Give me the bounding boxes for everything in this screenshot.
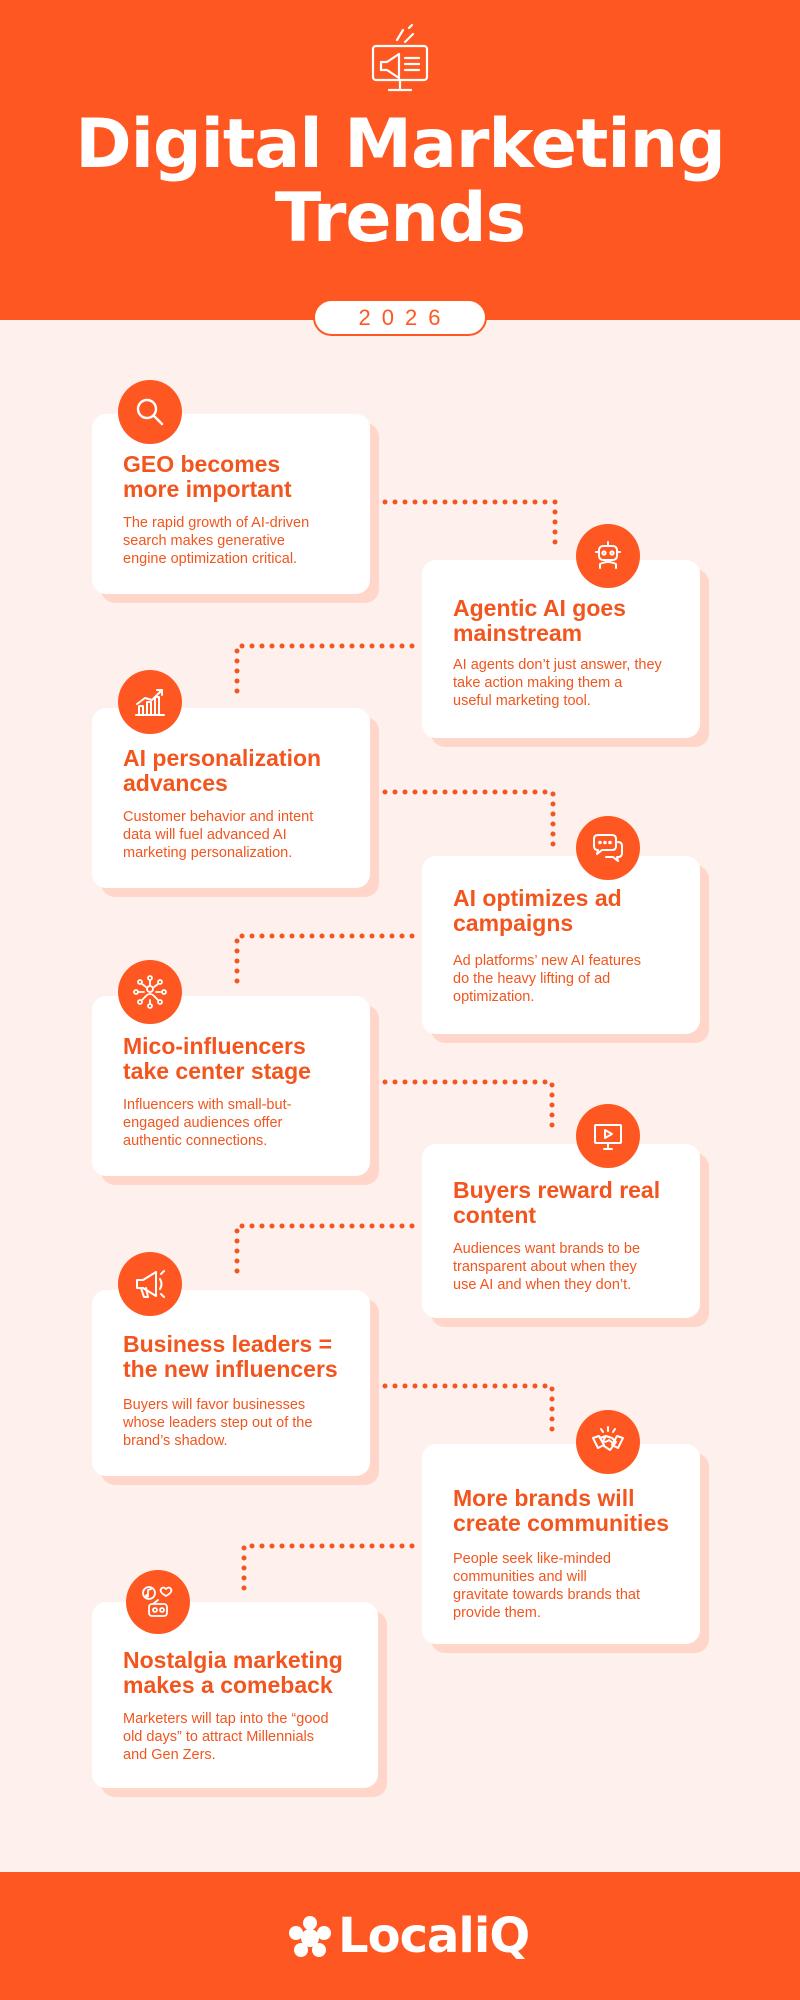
trend-description: Influencers with small-but-engaged audie… <box>123 1097 292 1149</box>
header-banner: Digital Marketing Trends <box>0 0 800 320</box>
megaphone-icon <box>136 1270 165 1298</box>
trend-card-geo: GEO becomes more important The rapid gro… <box>92 414 370 594</box>
trend-badge <box>576 524 640 588</box>
magnifier-icon <box>136 398 164 426</box>
chat-bubbles-icon <box>593 834 623 862</box>
robot-icon <box>595 541 621 569</box>
year-badge: 2026 <box>313 299 487 336</box>
trend-badge <box>576 1104 640 1168</box>
connector-2 <box>234 643 415 703</box>
connector-1 <box>382 499 558 551</box>
trend-badge <box>118 380 182 444</box>
connector-4 <box>234 933 415 985</box>
trend-card-business-leaders: Business leaders =the new influencers Bu… <box>92 1290 370 1476</box>
page-title-line1: Digital Marketing <box>75 105 726 184</box>
localiq-asterisk-icon <box>289 1916 331 1957</box>
footer-banner: LocaliQ <box>0 1872 800 2000</box>
growth-chart-icon <box>135 689 165 716</box>
trend-badge <box>126 1570 190 1634</box>
connector-5 <box>382 1079 555 1129</box>
connector-8 <box>241 1543 415 1595</box>
megaphone-monitor-icon <box>371 24 429 92</box>
network-people-icon <box>133 975 167 1009</box>
video-presentation-icon <box>594 1124 622 1150</box>
trend-badge <box>118 670 182 734</box>
handshake-icon <box>592 1426 624 1451</box>
connector-6 <box>234 1223 415 1275</box>
retro-music-icon <box>142 1586 173 1617</box>
trend-title: Business leaders =the new influencers <box>123 1331 338 1382</box>
page-title: Digital Marketing Trends <box>0 108 800 256</box>
brand-logo-text: LocaliQ <box>338 1908 530 1964</box>
connector-3 <box>382 789 556 851</box>
connector-7 <box>382 1383 555 1435</box>
trend-badge <box>576 816 640 880</box>
trend-title: GEO becomes more important <box>123 451 292 502</box>
trend-badge <box>118 960 182 1024</box>
page-title-line2: Trends <box>274 179 526 258</box>
trend-badge <box>576 1410 640 1474</box>
trend-badge <box>118 1252 182 1316</box>
